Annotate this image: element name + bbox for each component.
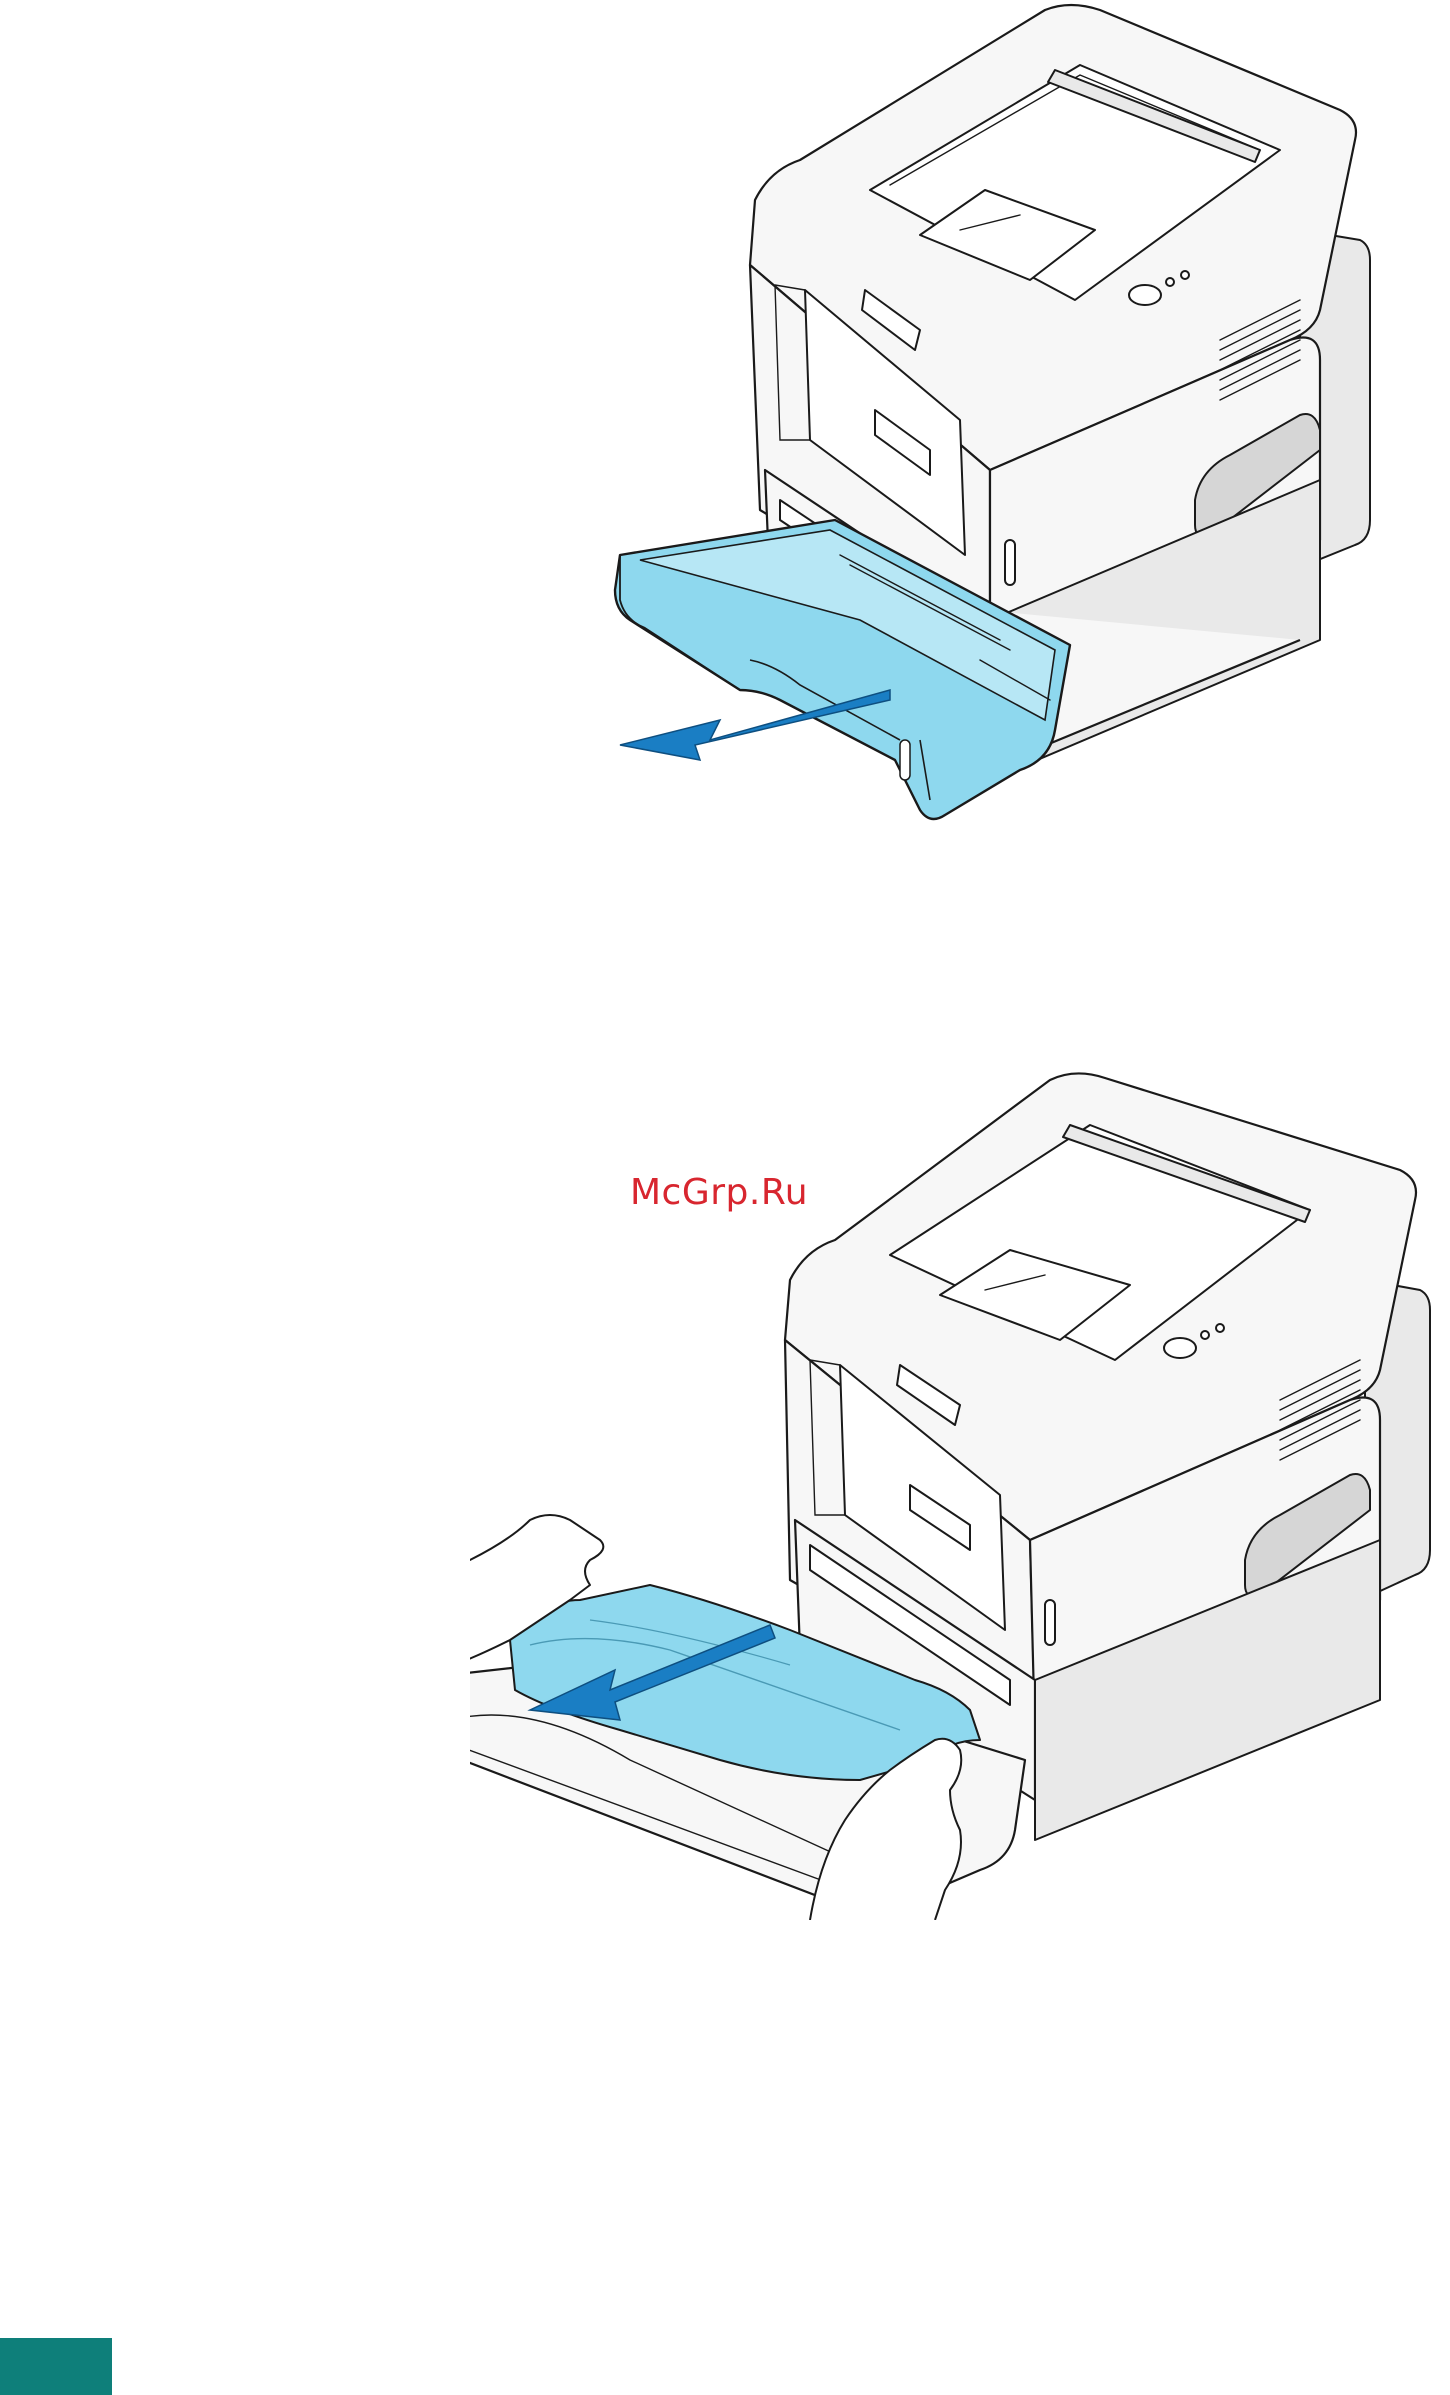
printer-drawing-top [600,0,1380,840]
illustration-pull-out-tray [600,0,1380,840]
page-tab-marker [0,2338,112,2395]
illustration-remove-jammed-paper [470,1040,1450,1920]
printer-drawing-bottom [470,1040,1450,1920]
watermark-text: McGrp.Ru [630,1172,808,1213]
